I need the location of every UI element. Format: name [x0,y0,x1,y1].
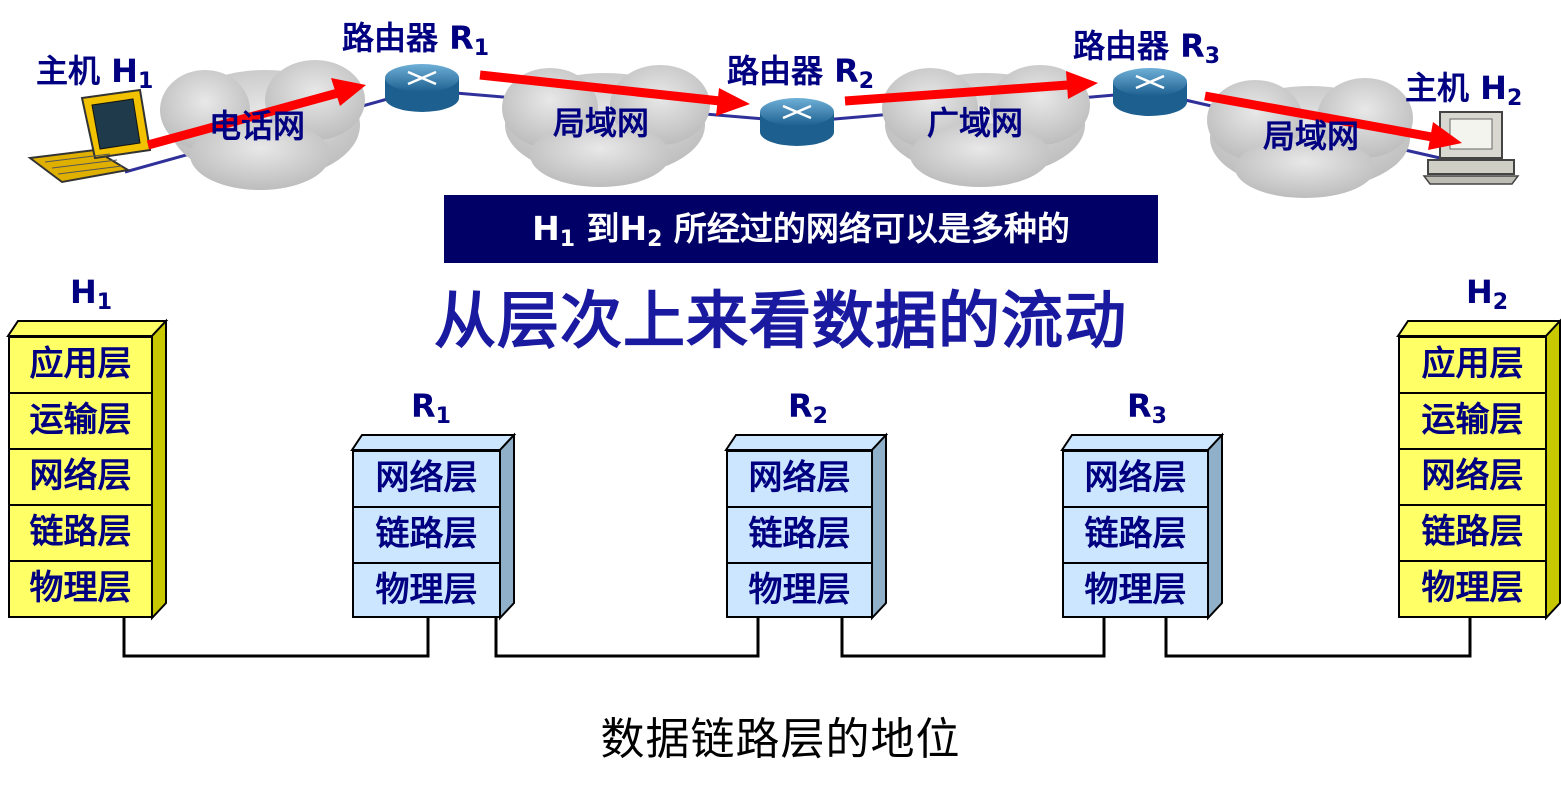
host-h2-label: 主机 H2 [1405,69,1523,111]
banner: H1 到H2 所经过的网络可以是多种的 [444,195,1158,263]
layer-network: 网络层 [8,448,153,506]
data-flow-arrows [146,70,1462,150]
layer-physical: 物理层 [1062,562,1209,618]
layer-link: 链路层 [1062,506,1209,564]
router-r3-label: 路由器 R3 [1073,27,1221,69]
layer-physical: 物理层 [726,562,873,618]
router-r1-label: 路由器 R1 [342,19,490,61]
laptop-icon [27,88,152,184]
network-diagram [27,60,1520,198]
layer-physical: 物理层 [1398,560,1547,618]
cloud-label-wan: 广域网 [927,104,1024,142]
main-title: 从层次上来看数据的流动 [433,284,1127,357]
caption: 数据链路层的地位 [600,714,961,765]
stack-r3: 网络层 链路层 物理层 [1062,450,1209,618]
layer-physical: 物理层 [352,562,501,618]
host-h1-label: 主机 H1 [36,52,154,94]
router-r3-icon [1113,68,1187,116]
layer-application: 应用层 [8,336,153,394]
cloud-phone-network [160,60,365,190]
layer-transport: 运输层 [1398,392,1547,450]
stack-h1-label: H1 [70,273,113,315]
stack-r3-label: R3 [1127,387,1167,429]
cloud-label-phone: 电话网 [209,107,306,145]
layer-network: 网络层 [1398,448,1547,506]
router-r2-label: 路由器 R2 [727,52,875,94]
cloud-label-lan-1: 局域网 [553,104,650,142]
stack-r2: 网络层 链路层 物理层 [726,450,873,618]
stack-r2-label: R2 [788,387,828,429]
layer-network: 网络层 [352,450,501,508]
layer-transport: 运输层 [8,392,153,450]
layer-link: 链路层 [352,506,501,564]
layer-network: 网络层 [1062,450,1209,508]
router-r1-icon [385,64,459,112]
layer-network: 网络层 [726,450,873,508]
stack-h2: 应用层 运输层 网络层 链路层 物理层 [1398,336,1547,618]
router-r2-icon [760,98,834,146]
layer-link: 链路层 [1398,504,1547,562]
stack-r1-label: R1 [411,387,451,429]
layer-physical: 物理层 [8,560,153,618]
layer-link: 链路层 [8,504,153,562]
stack-h2-label: H2 [1466,273,1509,315]
stack-r1: 网络层 链路层 物理层 [352,450,501,618]
layer-application: 应用层 [1398,336,1547,394]
cloud-label-lan-2: 局域网 [1263,117,1360,155]
stack-h1: 应用层 运输层 网络层 链路层 物理层 [8,336,153,618]
layer-link: 链路层 [726,506,873,564]
